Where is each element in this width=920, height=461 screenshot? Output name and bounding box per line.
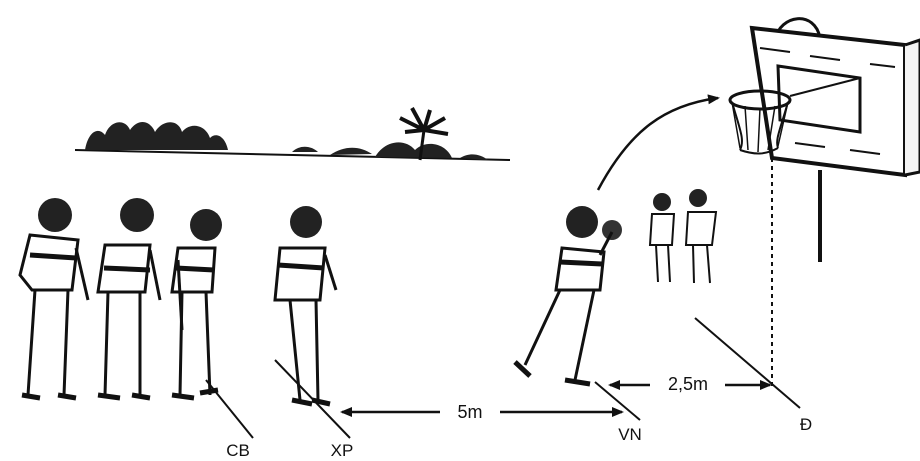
player-waiting-4 xyxy=(273,206,338,407)
player-waiting-3 xyxy=(170,209,222,401)
background-trees xyxy=(74,107,511,161)
marker-line-d xyxy=(694,317,801,409)
player-shooting xyxy=(513,206,622,387)
distance-label-2-5m: 2,5m xyxy=(668,374,708,394)
player-near-hoop-1 xyxy=(648,193,676,283)
palm-tree xyxy=(399,107,449,161)
marker-line-cb xyxy=(205,379,254,439)
ball-trajectory-arrow xyxy=(596,94,720,191)
marker-line-vn xyxy=(594,381,641,421)
marker-line-xp xyxy=(274,359,351,439)
basketball xyxy=(602,220,622,240)
distance-label-5m: 5m xyxy=(457,402,482,422)
label-cb: CB xyxy=(226,441,250,460)
label-vn: VN xyxy=(618,425,642,444)
label-xp: XP xyxy=(331,441,354,460)
player-near-hoop-2 xyxy=(684,189,718,284)
basketball-hoop xyxy=(728,17,920,262)
player-waiting-2 xyxy=(96,198,162,401)
player-waiting-1 xyxy=(18,198,90,401)
label-d: Đ xyxy=(800,415,812,434)
